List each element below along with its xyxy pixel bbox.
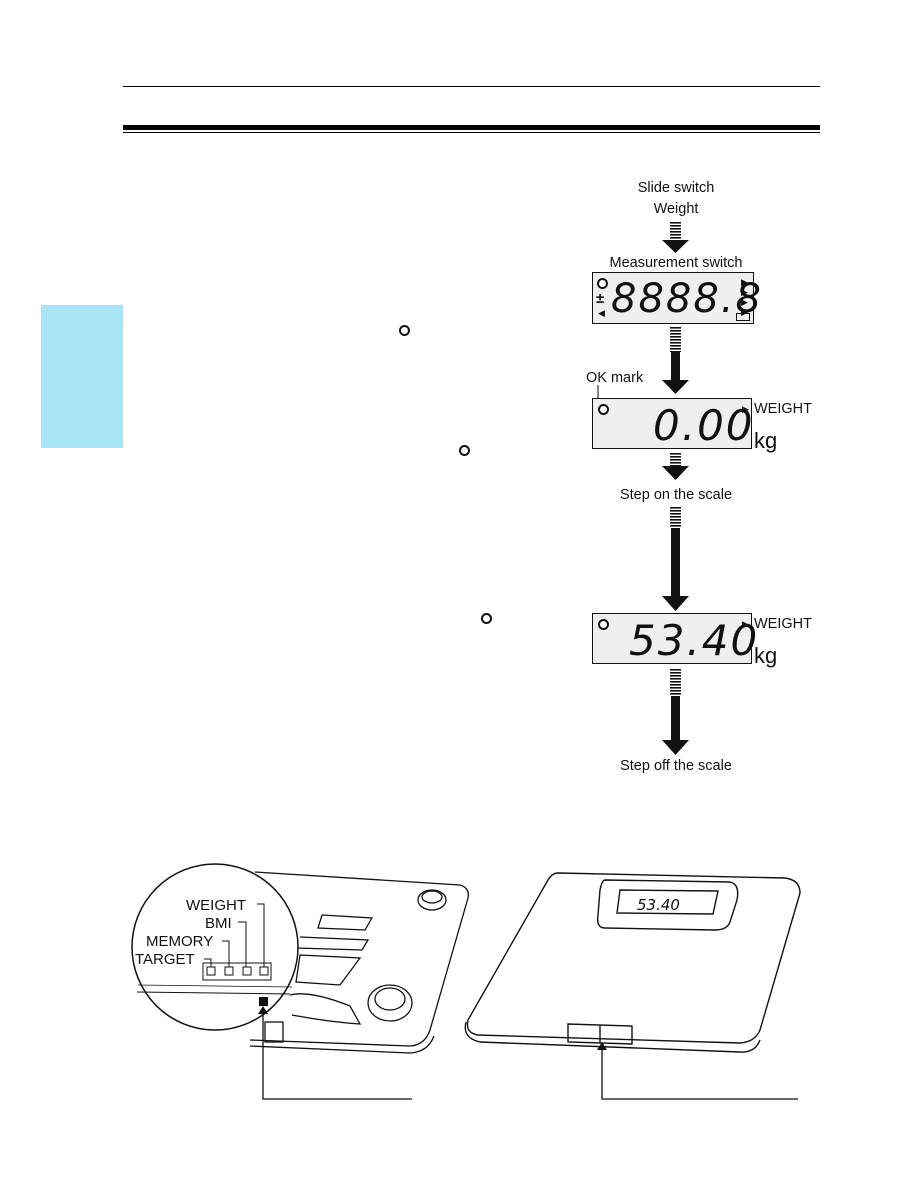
ok-mark-indicator (598, 619, 609, 630)
inset-memory-label: MEMORY (146, 933, 214, 950)
inset-target-label: TARGET (135, 951, 195, 968)
inset-weight-label: WEIGHT (186, 897, 246, 914)
inset-bmi-label: BMI (205, 915, 232, 932)
slide-switch-label: Slide switch (637, 180, 715, 196)
header-rule-top (123, 86, 820, 87)
magnifier-inset (131, 863, 299, 1031)
left-triangle-indicator: ◀ (598, 308, 605, 318)
ok-mark-indicator (598, 404, 609, 415)
scale-underside-illustration (249, 871, 469, 1054)
ok-mark-indicator (597, 278, 608, 289)
battery-icon (736, 313, 750, 321)
lcd-reading: 53.40 ▶ (592, 613, 757, 664)
measurement-switch-label: Measurement switch (609, 255, 743, 271)
weight-triangle: ▶ (742, 404, 749, 414)
lcd-digits-all: 8888.8 (611, 276, 763, 322)
header-rule-thick (123, 125, 820, 130)
mode-triangles: ▶▶▶▶ (741, 277, 748, 317)
ok-circle-icon (459, 445, 470, 456)
lcd-digits-zero: 0.00 (653, 401, 755, 450)
scale-display-digits: 53.40 (637, 896, 680, 914)
lcd-digits-reading: 53.40 (629, 616, 760, 665)
ok-circle-icon (399, 325, 410, 336)
section-side-tab (41, 305, 123, 448)
scale-top-illustration (464, 872, 801, 1053)
lcd-zero-unit: kg (754, 428, 778, 453)
lcd-all-segments: ± ◀ 8888.8 ▶▶▶▶ (592, 272, 761, 324)
weight-label: Weight (653, 201, 699, 217)
lcd-zero: 0.00 ▶ (592, 398, 755, 450)
header-rule-bottom (123, 132, 820, 133)
weight-triangle: ▶ (742, 619, 749, 629)
lcd-reading-unit: kg (754, 643, 778, 668)
lcd-zero-label: WEIGHT (754, 401, 812, 417)
plusminus-indicator: ± (596, 290, 605, 307)
step-off-label: Step off the scale (620, 758, 732, 774)
ok-mark-label: OK mark (586, 370, 644, 386)
step-on-label: Step on the scale (619, 487, 733, 503)
lcd-reading-label: WEIGHT (754, 616, 812, 632)
ok-circle-icon (481, 613, 492, 624)
